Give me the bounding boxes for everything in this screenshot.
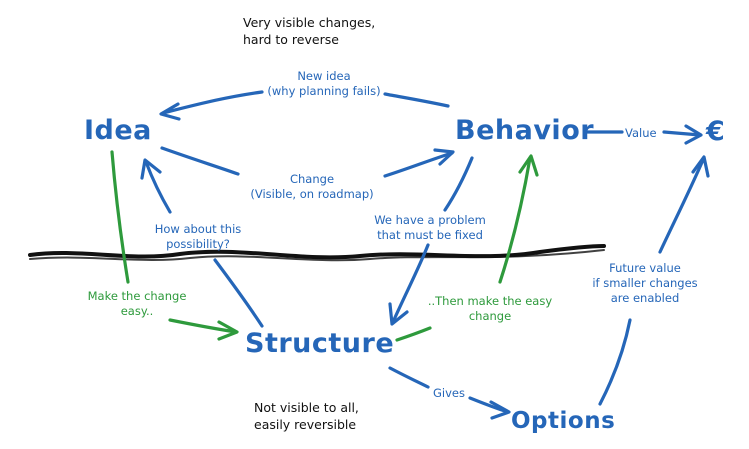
node-structure: Structure xyxy=(245,328,395,359)
arrowhead-icon xyxy=(388,302,409,326)
note-bottom: Not visible to all, easily reversible xyxy=(254,400,359,432)
visibility-divider-line-shadow xyxy=(29,249,605,262)
arrow-make-easy-bottom xyxy=(168,318,238,334)
label-new-idea: New idea (why planning fails) xyxy=(267,69,381,98)
label-value: Value xyxy=(625,126,657,140)
arrowhead-icon xyxy=(691,155,710,178)
arrow-make-easy xyxy=(110,150,130,284)
visibility-divider-line xyxy=(28,244,606,260)
label-gives: Gives xyxy=(433,386,465,400)
arrow-change xyxy=(160,146,240,176)
arrow-future-value-top xyxy=(658,158,705,254)
arrowhead-icon xyxy=(684,124,703,145)
arrow-problem xyxy=(443,156,474,212)
label-then-easy: ..Then make the easy change xyxy=(427,294,553,323)
node-euro: € xyxy=(706,116,726,147)
arrow-new-idea-left xyxy=(161,90,264,115)
arrow-how-about-top xyxy=(144,160,172,214)
arrowhead-icon xyxy=(217,320,239,341)
node-idea: Idea xyxy=(84,115,152,146)
label-make-easy: Make the change easy.. xyxy=(87,289,187,318)
label-problem: We have a problem that must be fixed xyxy=(374,213,486,242)
arrow-change-right xyxy=(383,151,454,178)
arrowhead-icon xyxy=(140,158,162,180)
arrow-new-idea xyxy=(383,92,450,108)
label-change: Change (Visible, on roadmap) xyxy=(250,172,374,201)
arrow-gives xyxy=(388,366,430,389)
arrow-then-easy-up xyxy=(498,156,532,284)
arrowhead-icon xyxy=(433,148,455,166)
arrow-value-right xyxy=(662,130,702,137)
note-top: Very visible changes, hard to reverse xyxy=(243,15,376,47)
node-behavior: Behavior xyxy=(455,115,595,146)
arrowhead-icon xyxy=(489,400,511,420)
arrowhead-icon xyxy=(518,154,539,177)
arrowhead-icon xyxy=(159,102,181,121)
arrow-how-about xyxy=(213,258,264,328)
arrow-future-value xyxy=(598,318,632,406)
label-future-value: Future value if smaller changes are enab… xyxy=(592,261,698,305)
node-options: Options xyxy=(511,408,616,434)
arrow-then-easy xyxy=(395,326,432,342)
label-how-about: How about this possibility? xyxy=(154,222,242,251)
arrow-problem-bottom xyxy=(391,243,430,324)
